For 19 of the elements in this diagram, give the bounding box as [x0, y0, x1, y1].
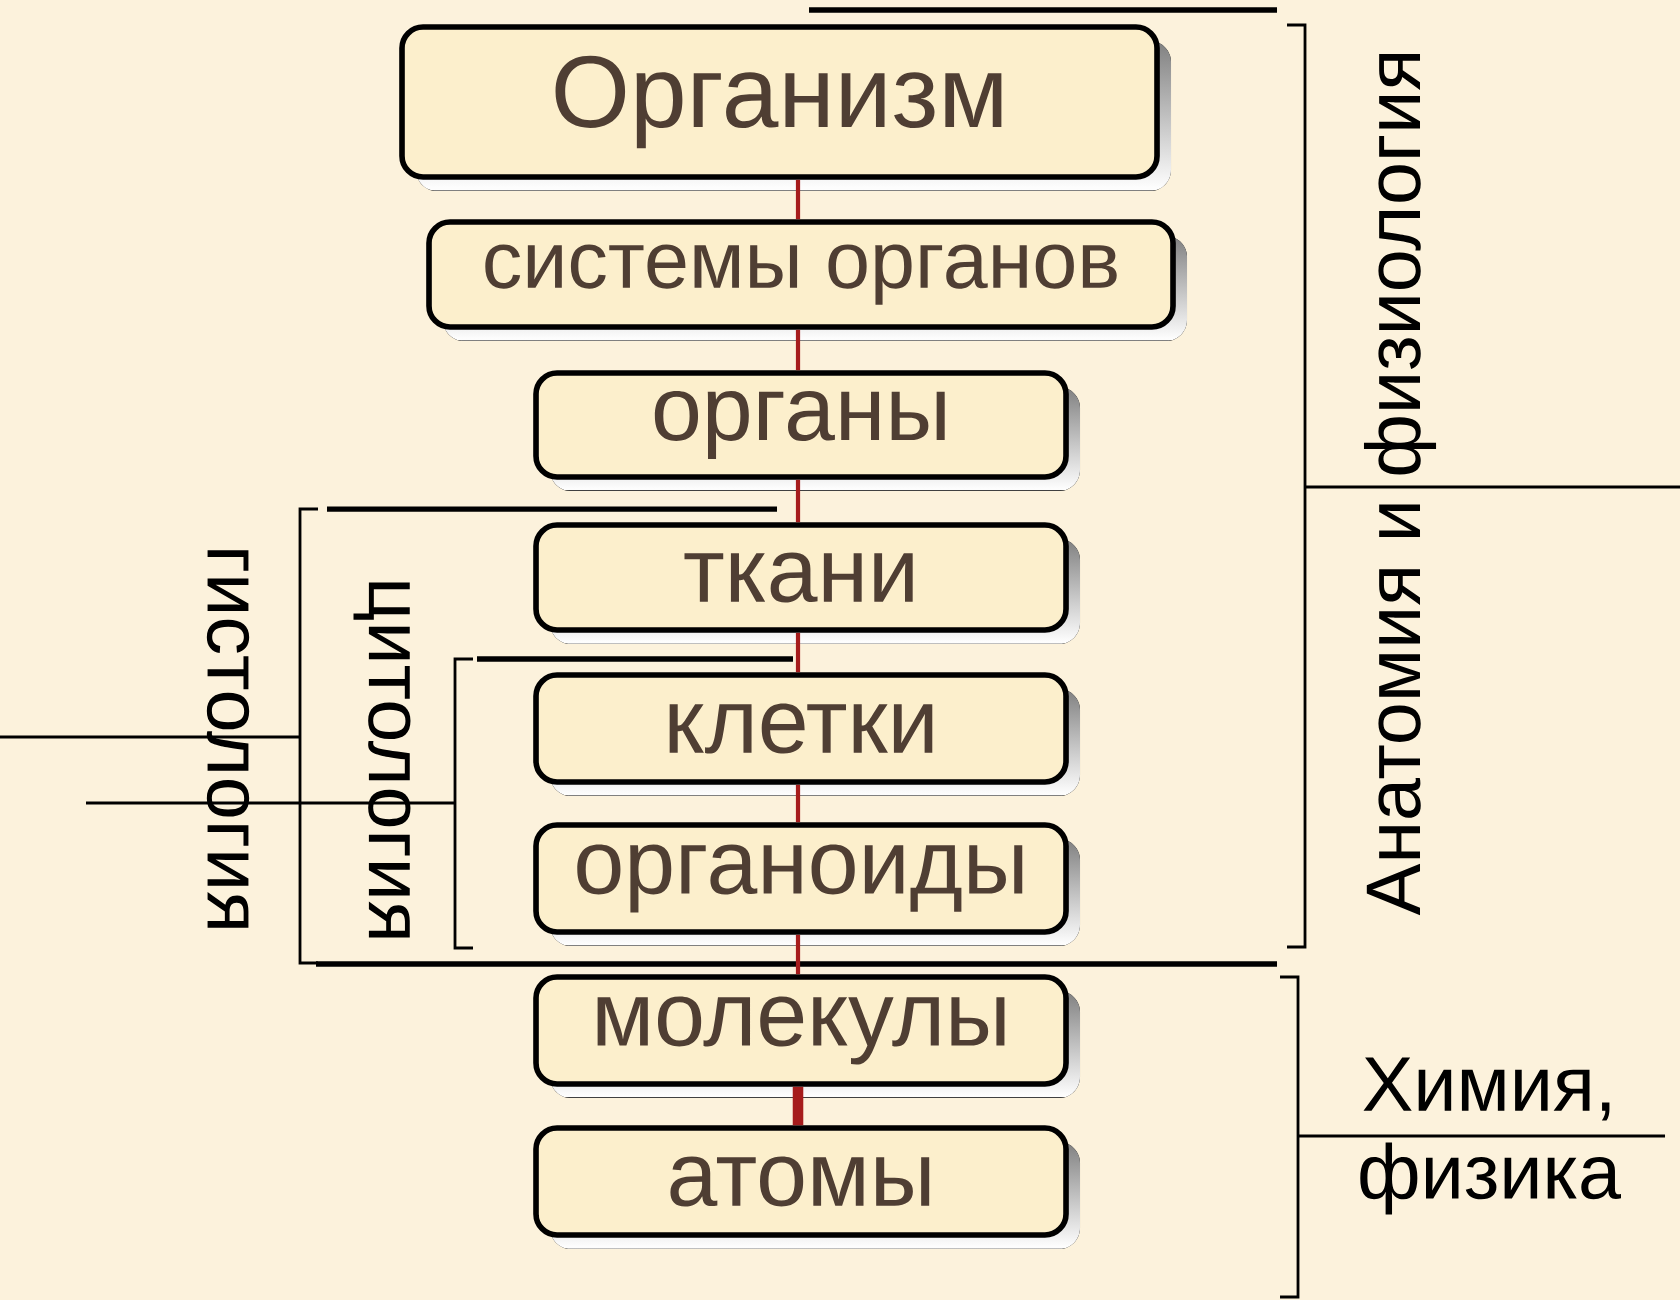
connector [792, 1086, 804, 1126]
bracket-label: Анатомия и физиология [1364, 54, 1437, 916]
bracket-label: гистология [206, 550, 250, 928]
level-box: атомы [533, 1125, 1080, 1249]
bracket-label: Химия, физика [1360, 1057, 1621, 1215]
connector [795, 329, 801, 371]
bracket-label: цитология [353, 582, 411, 938]
level-box: органоиды [533, 822, 1080, 946]
connector [795, 179, 801, 220]
connector [795, 479, 801, 523]
level-box: Организм [399, 24, 1171, 191]
level-box: ткани [533, 522, 1080, 644]
level-box: органы [533, 370, 1080, 491]
connector [795, 934, 801, 975]
connector [795, 632, 801, 673]
level-box: системы органов [426, 219, 1187, 341]
connector [795, 784, 801, 823]
level-box: молекулы [533, 974, 1080, 1098]
level-box: клетки [533, 672, 1080, 796]
